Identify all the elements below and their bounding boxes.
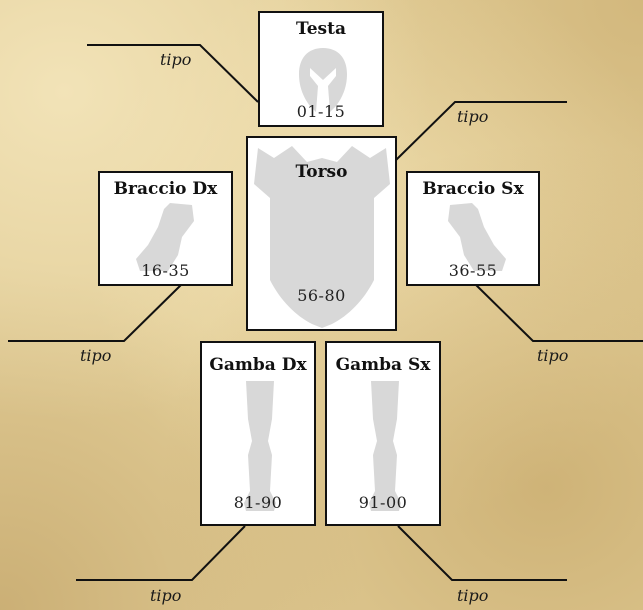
helmet-silhouette	[299, 48, 347, 112]
title-braccio-sx: Braccio Sx	[422, 179, 524, 199]
range-torso: 56-80	[297, 286, 346, 305]
range-gamba-dx: 81-90	[233, 493, 283, 512]
title-gamba-dx: Gamba Dx	[209, 355, 307, 375]
connector-braccio-sx	[473, 282, 643, 342]
box-gamba-sx: Gamba Sx 91-00	[325, 341, 441, 526]
right-arm-silhouette	[136, 203, 194, 271]
tipo-label-gamba-sx: tipo	[457, 586, 489, 605]
left-leg-silhouette	[369, 381, 401, 511]
tipo-label-braccio-sx: tipo	[537, 346, 569, 365]
box-braccio-sx: Braccio Sx 36-55	[406, 171, 540, 286]
connector-gamba-sx	[397, 525, 567, 581]
tipo-label-gamba-dx: tipo	[150, 586, 182, 605]
connector-torso	[395, 101, 567, 161]
title-torso: Torso	[295, 162, 348, 182]
box-testa: Testa 01-15	[258, 11, 384, 127]
torso-armor-silhouette	[254, 146, 390, 328]
title-gamba-sx: Gamba Sx	[335, 355, 431, 375]
box-torso: Torso 56-80	[246, 136, 397, 331]
range-braccio-dx: 16-35	[141, 261, 190, 280]
connector-testa	[87, 44, 259, 103]
title-testa: Testa	[296, 19, 346, 39]
range-braccio-sx: 36-55	[448, 261, 498, 280]
box-braccio-dx: Braccio Dx 16-35	[98, 171, 233, 286]
connector-gamba-dx	[76, 525, 246, 581]
right-leg-silhouette	[244, 381, 276, 511]
tipo-label-torso: tipo	[457, 107, 489, 126]
box-gamba-dx: Gamba Dx 81-90	[200, 341, 316, 526]
left-arm-silhouette	[448, 203, 506, 271]
range-testa: 01-15	[296, 102, 346, 121]
range-gamba-sx: 91-00	[358, 493, 408, 512]
tipo-label-braccio-dx: tipo	[80, 346, 112, 365]
title-braccio-dx: Braccio Dx	[113, 179, 218, 199]
tipo-label-testa: tipo	[160, 50, 192, 69]
connector-braccio-dx	[8, 282, 184, 342]
